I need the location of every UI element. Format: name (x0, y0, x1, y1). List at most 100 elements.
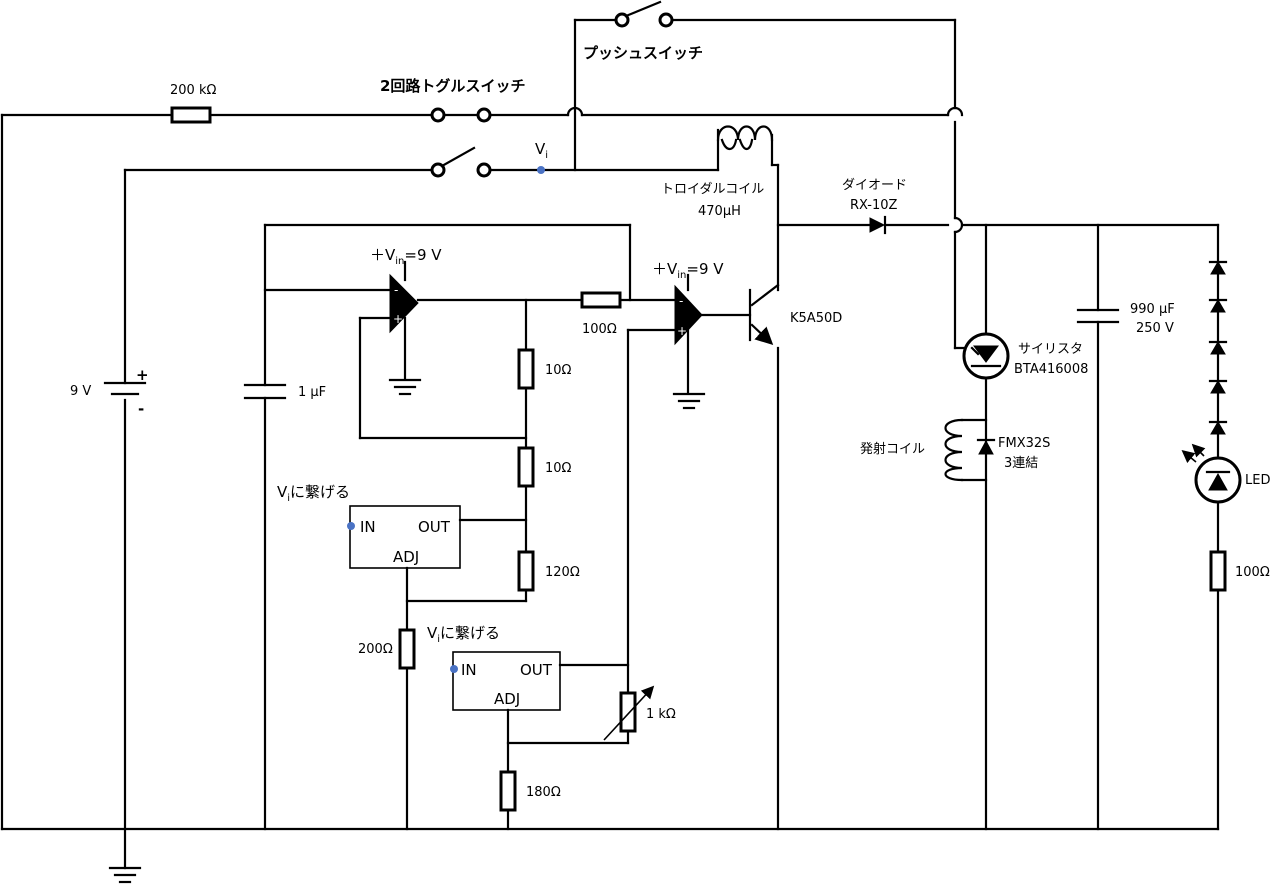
variable-resistor-arrow (603, 685, 655, 741)
regulator1-in-node (347, 522, 355, 530)
diode-fmx32s (976, 438, 996, 455)
label-reg1-adj: ADJ (393, 548, 419, 566)
resistor-200k (170, 106, 212, 124)
toggle-lever (440, 146, 476, 168)
push-switch-contact-right (658, 12, 674, 28)
toroidal-coil (716, 125, 774, 151)
label-reg1-note-v: V (277, 483, 288, 501)
battery-9v (103, 381, 147, 396)
label-reg2-note: Viに繋げる (427, 624, 500, 645)
label-reg1-note-text: に繋げる (290, 483, 350, 501)
label-push-switch: プッシュスイッチ (583, 44, 703, 62)
ground-symbol-op2 (672, 392, 706, 410)
toggle-switch (430, 107, 492, 178)
label-toggle-switch: 2回路トグルスイッチ (380, 77, 525, 95)
label-reg1-note: Viに繋げる (277, 483, 350, 504)
led-string-diode-3 (1208, 340, 1228, 355)
label-diode-part: RX-10Z (850, 198, 898, 213)
led-string-diode-4 (1208, 379, 1228, 394)
ground-symbol-op1 (388, 378, 422, 396)
led-diode-string (1208, 260, 1228, 435)
label-thyristor-name: サイリスタ (1018, 342, 1083, 357)
label-reg2-adj: ADJ (494, 690, 520, 708)
label-reg2-in: IN (461, 661, 477, 679)
toggle-contact-c (430, 162, 446, 178)
label-reg1-in: IN (360, 518, 376, 536)
label-r10a: 10Ω (545, 363, 572, 378)
label-r100-bias: 100Ω (582, 322, 617, 337)
toggle-contact-a (430, 107, 446, 123)
launch-coil (944, 418, 988, 482)
label-diode-name: ダイオード (842, 178, 907, 193)
resistor-100-bias (580, 291, 622, 309)
capacitor-990uf (1076, 308, 1120, 324)
label-r10b: 10Ω (545, 461, 572, 476)
label-toroidal-coil: トロイダルコイル (661, 182, 764, 197)
opamp2-plus-sign: + (677, 324, 687, 338)
label-battery-minus: - (138, 400, 144, 418)
push-switch (614, 0, 674, 28)
resistor-10-a (517, 348, 535, 390)
opamp1-minus-sign: - (394, 283, 398, 297)
label-fmx-note: 3連結 (1004, 456, 1038, 471)
label-200k: 200 kΩ (170, 83, 216, 98)
ground-symbol-battery (108, 866, 142, 884)
label-vi-sub: i (545, 150, 548, 161)
led-string-diode-2 (1208, 298, 1228, 313)
push-switch-lever (624, 0, 662, 18)
label-cap1u: 1 μF (298, 385, 326, 400)
label-battery-plus: + (136, 366, 149, 384)
label-led: LED (1245, 473, 1270, 488)
thyristor-bta416008 (962, 332, 1010, 380)
resistor-10-b (517, 446, 535, 488)
label-cap990-v: 250 V (1136, 321, 1174, 336)
led-string-diode-5 (1208, 420, 1228, 435)
label-cap990: 990 μF (1130, 302, 1175, 317)
label-r200: 200Ω (358, 642, 393, 657)
diode-rx10z (869, 215, 887, 235)
label-reg2-note-sub: i (437, 634, 440, 645)
resistor-100-led (1209, 550, 1227, 592)
regulator-2 (452, 651, 561, 711)
label-opamp2-vin-sub: in (677, 270, 686, 281)
label-thyristor-part: BTA416008 (1014, 362, 1088, 377)
wires (0, 18, 1220, 870)
led-string-diode-1 (1208, 260, 1228, 275)
label-opamp1-vin: ＋Vin=9 V (370, 246, 442, 267)
label-reg1-out: OUT (418, 518, 451, 536)
label-battery: 9 V (70, 384, 91, 399)
push-switch-contact-left (614, 12, 630, 28)
label-fmx-part: FMX32S (998, 436, 1050, 451)
variable-resistor-1k (619, 691, 637, 733)
label-opamp1-vin-val: =9 V (404, 246, 442, 264)
label-opamp1-vin-main: ＋V (370, 246, 396, 264)
label-reg2-note-v: V (427, 624, 438, 642)
resistor-120 (517, 550, 535, 592)
label-opamp2-vin: ＋Vin=9 V (652, 260, 724, 281)
label-opamp2-vin-main: ＋V (652, 260, 678, 278)
opamp1-plus-sign: + (393, 312, 403, 326)
label-reg2-out: OUT (520, 661, 553, 679)
label-reg2-note-text: に繋げる (440, 624, 500, 642)
label-reg1-note-sub: i (287, 493, 290, 504)
opamp-1: - + (389, 273, 419, 334)
label-opamp1-vin-sub: in (395, 256, 404, 267)
label-opamp2-vin-val: =9 V (686, 260, 724, 278)
label-transistor: K5A50D (790, 311, 842, 326)
resistor-200 (398, 628, 416, 670)
regulator-1 (349, 505, 461, 569)
label-toroidal-value: 470μH (698, 204, 741, 219)
label-vi-main: V (535, 140, 546, 158)
toggle-contact-b (476, 107, 492, 123)
label-r180: 180Ω (526, 785, 561, 800)
label-vr-1k: 1 kΩ (646, 707, 676, 722)
label-r120: 120Ω (545, 565, 580, 580)
resistor-180 (499, 770, 517, 812)
vi-node (537, 166, 545, 174)
toggle-contact-d (476, 162, 492, 178)
opamp-2: - + (674, 284, 703, 346)
led-indicator (1181, 443, 1242, 504)
label-r100-led: 100Ω (1235, 565, 1270, 580)
label-vi: Vi (535, 140, 548, 161)
